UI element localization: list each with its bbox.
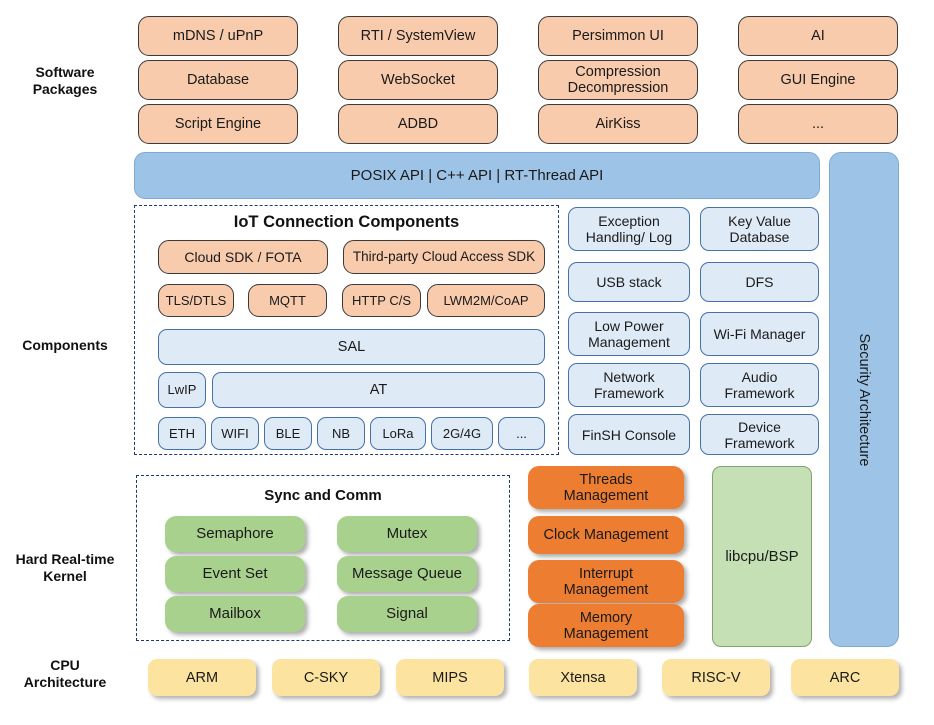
kernel-signal[interactable]: Signal: [337, 596, 477, 632]
package-adbd[interactable]: ADBD: [338, 104, 498, 144]
sync-and-comm-title: Sync and Comm: [264, 487, 382, 504]
package-persimmon-ui[interactable]: Persimmon UI: [538, 16, 698, 56]
iot-sal[interactable]: SAL: [158, 329, 545, 365]
iot-mqtt[interactable]: MQTT: [248, 284, 327, 317]
package-airkiss[interactable]: AirKiss: [538, 104, 698, 144]
cpu-mips[interactable]: MIPS: [396, 659, 504, 696]
iot-link-ble[interactable]: BLE: [264, 417, 312, 450]
iot-lwip[interactable]: LwIP: [158, 372, 206, 408]
kernel-mailbox[interactable]: Mailbox: [165, 596, 305, 632]
package-ai[interactable]: AI: [738, 16, 898, 56]
iot-link-eth[interactable]: ETH: [158, 417, 206, 450]
component-usb-stack[interactable]: USB stack: [568, 262, 690, 302]
row-label-cpu-architecture: CPU Architecture: [0, 657, 130, 691]
iot-connection-components-title: IoT Connection Components: [233, 213, 460, 231]
component-key-value-database[interactable]: Key Value Database: [700, 207, 819, 251]
iot-at[interactable]: AT: [212, 372, 545, 408]
package-websocket[interactable]: WebSocket: [338, 60, 498, 100]
iot-link-2g-4g[interactable]: 2G/4G: [431, 417, 493, 450]
iot-cloud-sdk-fota[interactable]: Cloud SDK / FOTA: [158, 240, 328, 274]
component-network-framework[interactable]: Network Framework: [568, 363, 690, 407]
kernel-memory-management[interactable]: Memory Management: [528, 604, 684, 647]
iot-http-cs[interactable]: HTTP C/S: [342, 284, 421, 317]
cpu-arc[interactable]: ARC: [791, 659, 899, 696]
kernel-event-set[interactable]: Event Set: [165, 556, 305, 592]
api-bar[interactable]: POSIX API | C++ API | RT-Thread API: [134, 152, 820, 199]
package-script-engine[interactable]: Script Engine: [138, 104, 298, 144]
cpu-risc-v[interactable]: RISC-V: [662, 659, 770, 696]
iot-third-party-cloud-access-sdk[interactable]: Third-party Cloud Access SDK: [343, 240, 545, 274]
row-label-components: Components: [22, 337, 108, 353]
row-label-cpu-line1: CPU: [50, 657, 80, 673]
iot-lwm2m-coap[interactable]: LWM2M/CoAP: [427, 284, 545, 317]
row-label-kernel-line2: Kernel: [43, 568, 87, 584]
component-exception-handling-log[interactable]: Exception Handling/ Log: [568, 207, 690, 251]
row-label-software-packages: Software Packages: [0, 64, 130, 98]
cpu-arm[interactable]: ARM: [148, 659, 256, 696]
security-architecture-label: Security Architecture: [856, 333, 872, 466]
package-mdns-upnp[interactable]: mDNS / uPnP: [138, 16, 298, 56]
component-device-framework[interactable]: Device Framework: [700, 414, 819, 455]
iot-link-lora[interactable]: LoRa: [370, 417, 426, 450]
cpu-xtensa[interactable]: Xtensa: [529, 659, 637, 696]
iot-link-more[interactable]: ...: [498, 417, 545, 450]
component-audio-framework[interactable]: Audio Framework: [700, 363, 819, 407]
package-rti-systemview[interactable]: RTI / SystemView: [338, 16, 498, 56]
kernel-message-queue[interactable]: Message Queue: [337, 556, 477, 592]
kernel-clock-management[interactable]: Clock Management: [528, 516, 684, 554]
iot-connection-components-frame: [134, 205, 559, 455]
row-label-hard-real-time-kernel: Hard Real-time Kernel: [0, 551, 130, 585]
component-low-power-management[interactable]: Low Power Management: [568, 312, 690, 356]
package-gui-engine[interactable]: GUI Engine: [738, 60, 898, 100]
package-more[interactable]: ...: [738, 104, 898, 144]
component-dfs[interactable]: DFS: [700, 262, 819, 302]
kernel-semaphore[interactable]: Semaphore: [165, 516, 305, 552]
security-architecture-bar[interactable]: Security Architecture: [829, 152, 899, 647]
iot-link-nb[interactable]: NB: [317, 417, 365, 450]
cpu-c-sky[interactable]: C-SKY: [272, 659, 380, 696]
kernel-mutex[interactable]: Mutex: [337, 516, 477, 552]
libcpu-bsp[interactable]: libcpu/BSP: [712, 466, 812, 647]
row-label-cpu-line2: Architecture: [23, 674, 107, 690]
kernel-interrupt-management[interactable]: Interrupt Management: [528, 560, 684, 603]
package-compression-decompression[interactable]: Compression Decompression: [538, 60, 698, 100]
row-label-software-packages-line1: Software: [35, 64, 95, 80]
package-database[interactable]: Database: [138, 60, 298, 100]
component-wifi-manager[interactable]: Wi-Fi Manager: [700, 312, 819, 356]
iot-link-wifi[interactable]: WIFI: [211, 417, 259, 450]
sync-and-comm-frame: [136, 475, 510, 641]
row-label-software-packages-line2: Packages: [32, 81, 98, 97]
row-label-kernel-line1: Hard Real-time: [15, 551, 115, 567]
component-finsh-console[interactable]: FinSH Console: [568, 414, 690, 455]
iot-tls-dtls[interactable]: TLS/DTLS: [158, 284, 234, 317]
kernel-threads-management[interactable]: Threads Management: [528, 466, 684, 509]
